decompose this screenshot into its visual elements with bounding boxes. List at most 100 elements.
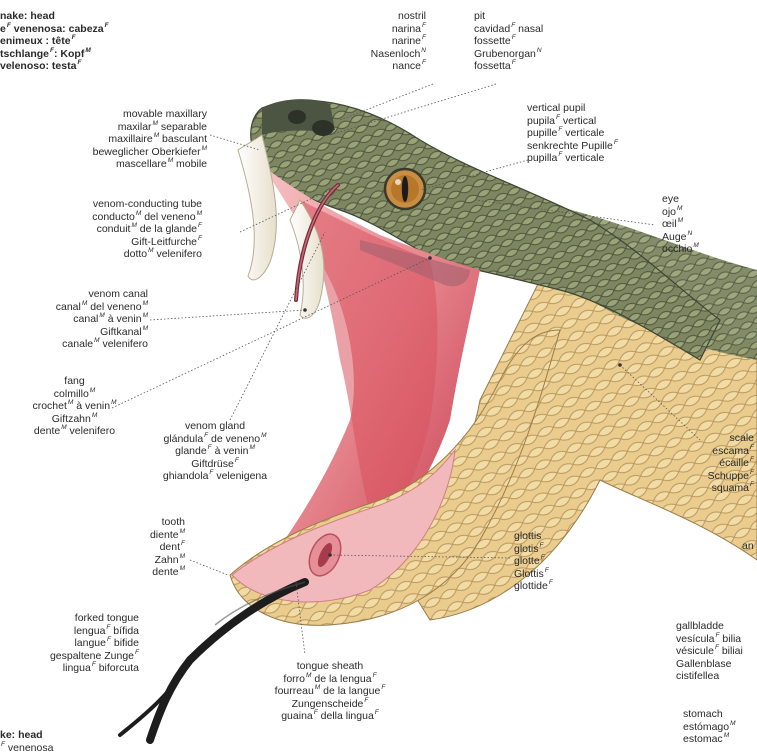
gland-term-0: venom gland [150,420,280,433]
header-line: eF venenosa: cabezaF [0,23,109,36]
nostril-term-3: NasenlochN [371,48,426,61]
glottis-term-0: glottis [514,530,553,543]
stomach-term-0: stomach [683,708,736,721]
sheath-term-3: ZungenscheideF [260,698,400,711]
stomach-term-2: estomacM [683,733,736,746]
header-line: tschlangeF: KopfM [0,48,109,61]
pupil-term-2: pupilleF verticale [527,127,618,140]
scale-term-2: écailleF [708,457,754,470]
tube-term-4: dottoM velenifero [92,248,202,261]
glottis-term-4: glottideF [514,580,553,593]
sheath-term-1: forroM de la lenguaF [260,673,400,686]
gland-term-2: glandeF à veninM [150,445,280,458]
eye-term-0: eye [662,193,699,206]
tooth-term-1: dienteM [150,529,185,542]
fang-term-0: fang [0,375,149,388]
pit-hole [312,120,334,136]
nostril-term-0: nostril [371,10,426,23]
tube-term-2: conduitM de la glandeF [92,223,202,236]
scale-term-3: SchuppeF [708,470,754,483]
gall-term-3: Gallenblase [676,658,743,671]
pit-term-2: fossetteF [474,35,543,48]
glottis-term-1: glotisF [514,543,553,556]
fang-term-4: denteM velenifero [0,425,149,438]
canal-term-4: canaleM velenifero [56,338,148,351]
tube-term-1: conductoM del venenoM [92,211,202,224]
tongue-term-2: langueF bifide [50,637,139,650]
tongue-term-0: forked tongue [50,612,139,625]
scale-term-0: scale [708,432,754,445]
footer-line: ke: head [0,729,53,742]
tube-term-0: venom-conducting tube [92,198,202,211]
header-line: enimeux : têteF [0,35,109,48]
pupil-term-1: pupilaF vertical [527,115,618,128]
pit-term-4: fossettaF [474,60,543,73]
maxillary-term-2: maxillaireM basculant [93,133,207,146]
maxillary-term-1: maxilarM separable [93,121,207,134]
sheath-term-2: fourreauM de la langueF [260,685,400,698]
pit-term-1: cavidadF nasal [474,23,543,36]
eye-term-4: occhioM [662,243,699,256]
nostril-term-1: narinaF [371,23,426,36]
label-gallbladder-cropped: gallbladdevesículaF biliavésiculeF bilia… [676,620,743,683]
gall-term-4: cistifellea [676,670,743,683]
gall-term-1: vesículaF bilia [676,633,743,646]
canal-term-2: canalM à veninM [56,313,148,326]
gall-term-0: gallbladde [676,620,743,633]
tongue-term-1: lenguaF bífida [50,625,139,638]
footer-line: F venenosa [0,742,53,754]
maxillary-term-0: movable maxillary [93,108,207,121]
maxillary-term-4: mascellareM mobile [93,158,207,171]
pupil-term-0: vertical pupil [527,102,618,115]
sheath-term-0: tongue sheath [260,660,400,673]
header-snake-head: nake: head eF venenosa: cabezaF enimeux … [0,10,109,73]
eye [385,169,425,209]
label-glottis: glottisglotisFglotteFGlottisFglottideF [514,530,553,593]
canal-term-3: GiftkanalM [56,326,148,339]
glottis-term-3: GlottisF [514,568,553,581]
scale-term-4: squamaF [708,482,754,495]
scale-term-1: escamaF [708,445,754,458]
sheath-term-4: guainaF della linguaF [260,710,400,723]
pit-term-3: GrubenorganN [474,48,543,61]
tooth-term-4: denteM [150,566,185,579]
fang-term-1: colmilloM [0,388,149,401]
header-line: velenoso: testaF [0,60,109,73]
maxillary-term-3: beweglicher OberkieferM [93,146,207,159]
label-an-cropped: an [742,540,754,553]
gall-term-2: vésiculeF biliai [676,645,743,658]
gland-term-1: glándulaF de venenoM [150,433,280,446]
fang-term-3: GiftzahnM [0,413,149,426]
pit-term-0: pit [474,10,543,23]
nostril-term-2: narineF [371,35,426,48]
canal-term-0: venom canal [56,288,148,301]
fang-term-2: crochetM à veninM [0,400,149,413]
tooth-term-0: tooth [150,516,185,529]
an-term-0: an [742,540,754,553]
header-line: nake: head [0,10,109,23]
glottis-term-2: glotteF [514,555,553,568]
nostril-term-4: nanceF [371,60,426,73]
eye-term-2: œilM [662,218,699,231]
gland-term-3: GiftdrüseF [150,458,280,471]
gland-term-4: ghiandolaF velenigena [150,470,280,483]
footer-snake-head: ke: head F venenosa [0,729,53,754]
pupil-term-4: pupillaF verticale [527,152,618,165]
tooth-term-2: dentF [150,541,185,554]
nostril-hole [288,110,306,124]
pupil-term-3: senkrechte PupilleF [527,140,618,153]
